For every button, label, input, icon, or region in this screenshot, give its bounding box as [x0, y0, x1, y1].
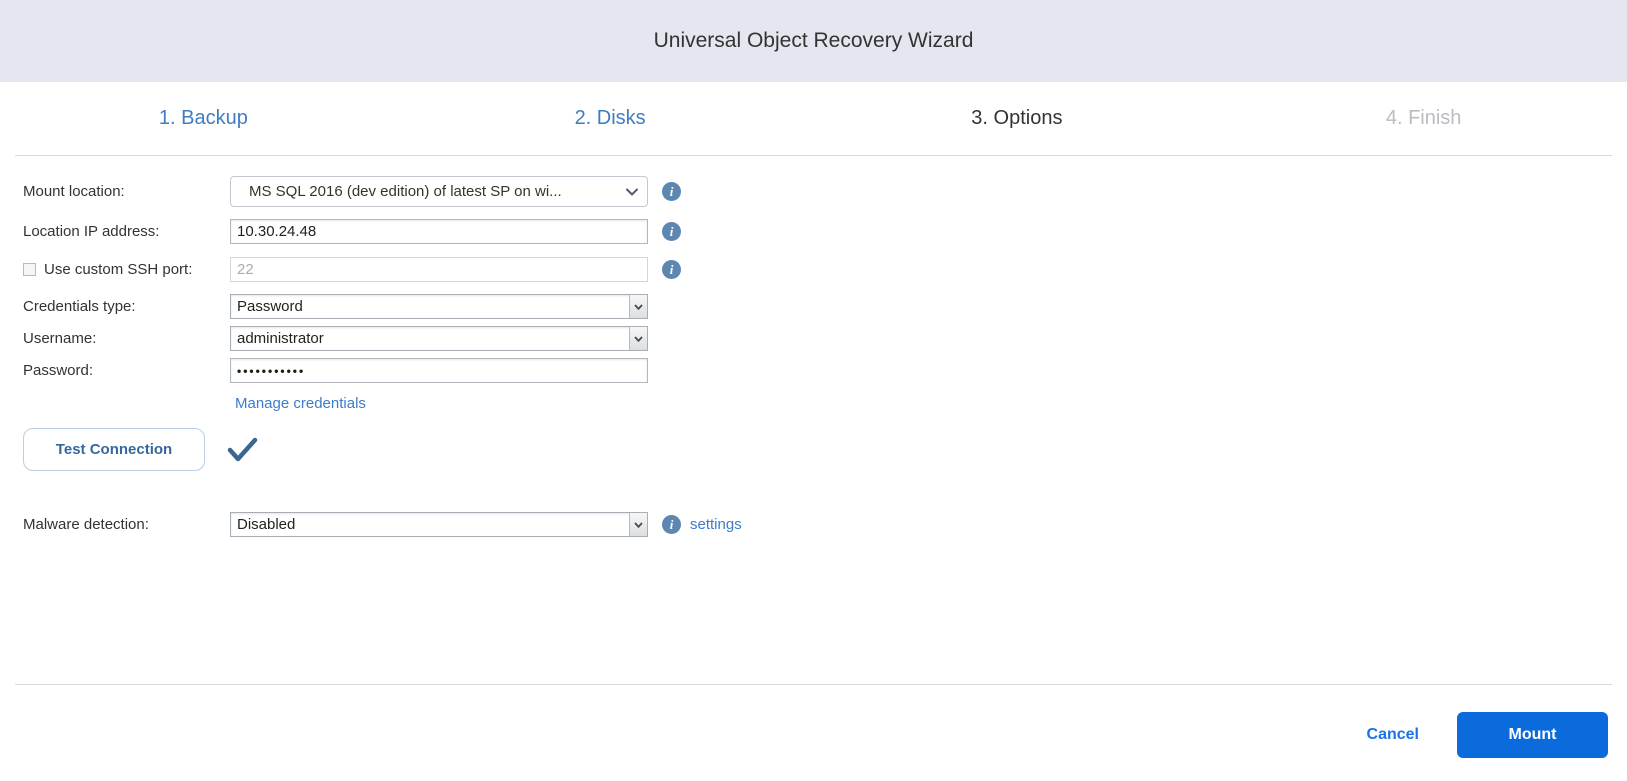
info-icon[interactable]: i: [662, 515, 681, 534]
ssh-port-row: Use custom SSH port: i: [23, 257, 681, 282]
credentials-type-label: Credentials type:: [23, 298, 136, 315]
username-value: administrator: [237, 330, 324, 347]
malware-detection-select[interactable]: Disabled: [230, 512, 648, 537]
password-row: Password: •••••••••••: [23, 358, 648, 383]
malware-detection-value: Disabled: [237, 516, 296, 533]
ssh-port-label-wrap: Use custom SSH port:: [23, 261, 230, 278]
test-connection-row: Test Connection: [23, 428, 259, 471]
wizard-title: Universal Object Recovery Wizard: [653, 29, 974, 52]
steps-divider: [15, 155, 1612, 156]
ssh-port-input: [230, 257, 648, 282]
mount-location-row: Mount location: MS SQL 2016 (dev edition…: [23, 176, 681, 207]
password-label: Password:: [23, 362, 94, 379]
ssh-port-checkbox[interactable]: [23, 263, 36, 276]
manage-credentials-link[interactable]: Manage credentials: [235, 395, 366, 412]
mount-button[interactable]: Mount: [1457, 712, 1608, 758]
info-icon[interactable]: i: [662, 260, 681, 279]
credentials-type-row: Credentials type: Password: [23, 294, 648, 319]
username-label: Username:: [23, 330, 97, 347]
manage-credentials-row: Manage credentials: [235, 395, 366, 412]
step-finish: 4. Finish: [1385, 106, 1462, 129]
wizard-steps: 1. Backup 2. Disks 3. Options 4. Finish: [0, 82, 1627, 154]
location-ip-input[interactable]: [230, 219, 648, 244]
mount-location-value: MS SQL 2016 (dev edition) of latest SP o…: [249, 183, 562, 200]
mount-location-label: Mount location:: [23, 183, 125, 200]
checkmark-icon: [227, 437, 259, 463]
malware-detection-row: Malware detection: Disabled i settings: [23, 512, 742, 537]
info-icon[interactable]: i: [662, 222, 681, 241]
wizard-header: Universal Object Recovery Wizard: [0, 0, 1627, 82]
footer-divider: [15, 684, 1612, 685]
test-connection-button[interactable]: Test Connection: [23, 428, 205, 471]
mount-location-select[interactable]: MS SQL 2016 (dev edition) of latest SP o…: [230, 176, 648, 207]
malware-settings-link[interactable]: settings: [690, 516, 742, 533]
step-options[interactable]: 3. Options: [971, 106, 1063, 129]
chevron-down-icon: [629, 513, 647, 536]
password-input[interactable]: •••••••••••: [230, 358, 648, 383]
step-disks[interactable]: 2. Disks: [574, 106, 646, 129]
username-row: Username: administrator: [23, 326, 648, 351]
info-icon[interactable]: i: [662, 182, 681, 201]
location-ip-label: Location IP address:: [23, 223, 160, 240]
step-backup[interactable]: 1. Backup: [158, 106, 248, 129]
malware-detection-label: Malware detection:: [23, 516, 149, 533]
chevron-down-icon: [629, 327, 647, 350]
footer-buttons: Cancel Mount: [1367, 712, 1608, 758]
location-ip-row: Location IP address: i: [23, 219, 681, 244]
ssh-port-label[interactable]: Use custom SSH port:: [44, 261, 193, 278]
credentials-type-select[interactable]: Password: [230, 294, 648, 319]
username-select[interactable]: administrator: [230, 326, 648, 351]
cancel-button[interactable]: Cancel: [1366, 726, 1419, 743]
chevron-down-icon: [617, 188, 647, 196]
chevron-down-icon: [629, 295, 647, 318]
credentials-type-value: Password: [237, 298, 303, 315]
